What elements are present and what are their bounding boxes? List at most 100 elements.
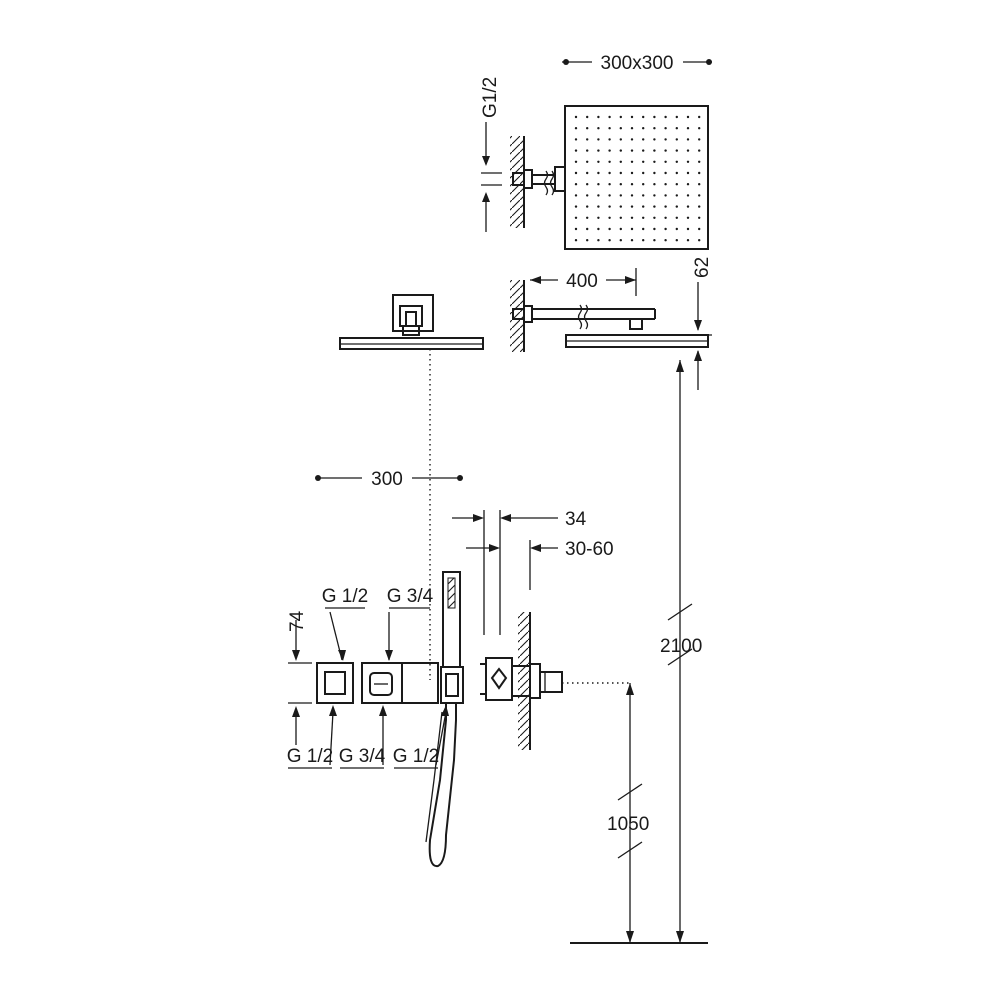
nozzle-dot (574, 194, 578, 197)
nozzle-dot (597, 149, 600, 152)
rain-head-top-view: 300x300 G1/2 (480, 53, 712, 250)
valve-front-view: 74 G 1/2 G 3/4 G 1/2 G 3/4 G 1/2 (287, 571, 464, 868)
nozzle-dot (608, 138, 611, 141)
rain-head-front-view (339, 294, 484, 680)
nozzle-dot (586, 239, 589, 242)
nozzle-dot (698, 115, 701, 119)
nozzle-dot (586, 138, 589, 141)
nozzle-dot (698, 194, 701, 197)
nozzle-dot (642, 183, 645, 186)
nozzle-dot (653, 216, 656, 219)
nozzle-dot (686, 216, 690, 219)
nozzle-dot (619, 239, 622, 242)
nozzle-dot (642, 127, 645, 130)
nozzle-dot (664, 183, 667, 186)
nozzle-dot (642, 227, 645, 231)
nozzle-dot (597, 227, 600, 231)
nozzle-dot (597, 127, 600, 130)
nozzle-dot (586, 216, 589, 219)
nozzle-dot (664, 115, 667, 119)
nozzle-dot (686, 127, 690, 130)
nozzle-dot (586, 183, 589, 186)
nozzle-dot (586, 205, 589, 208)
nozzle-dot (698, 149, 701, 152)
nozzle-dot (597, 205, 600, 208)
nozzle-dot (686, 205, 690, 208)
mixer-plate (361, 662, 403, 704)
nozzle-dot (675, 171, 678, 175)
nozzle-dot (653, 171, 656, 175)
valve-side-view: 34 30-60 (452, 509, 630, 750)
nozzle-dot (698, 183, 701, 186)
nozzle-dot (630, 227, 634, 231)
hose (428, 703, 457, 868)
nozzle-dot (619, 183, 622, 186)
nozzle-dot (675, 216, 678, 219)
nozzle-dot (597, 239, 600, 242)
nozzle-dot (574, 239, 578, 242)
nozzle-dot (664, 216, 667, 219)
nozzle-dot (608, 205, 611, 208)
nozzle-dot (664, 160, 667, 163)
nozzle-dot (642, 149, 645, 152)
nozzle-dot (664, 149, 667, 152)
nozzle-dot (597, 194, 600, 197)
dim-30-60: 30-60 (565, 539, 614, 560)
nozzle-dot (586, 160, 589, 163)
nozzle-dot (686, 239, 690, 242)
nozzle-dot (574, 171, 578, 175)
nozzle-dot (642, 194, 645, 197)
nozzle-dot (686, 115, 690, 119)
nozzle-dot (608, 227, 611, 231)
nozzle-dot (597, 138, 600, 141)
nozzle-dot (664, 194, 667, 197)
nozzle-dot (664, 239, 667, 242)
nozzle-dot (630, 194, 634, 197)
nozzle-dot (653, 127, 656, 130)
nozzle-dot (664, 205, 667, 208)
nozzle-dot (675, 239, 678, 242)
nozzle-dot (630, 205, 634, 208)
thread-bottom-1: G 1/2 (287, 746, 333, 767)
nozzle-dot (608, 239, 611, 242)
nozzle-dot (574, 183, 578, 186)
nozzle-dot (653, 149, 656, 152)
nozzle-dot (675, 160, 678, 163)
nozzle-dot (630, 239, 634, 242)
nozzle-dot (675, 149, 678, 152)
nozzle-dot (642, 216, 645, 219)
nozzle-dot (686, 183, 690, 186)
nozzle-dot (686, 194, 690, 197)
nozzle-dot (586, 127, 589, 130)
nozzle-dot (664, 171, 667, 175)
nozzle-dot (574, 227, 578, 231)
nozzle-dot (619, 171, 622, 175)
nozzle-dot (574, 160, 578, 163)
nozzle-dot (586, 149, 589, 152)
rain-head-side-view: 400 62 (510, 257, 713, 390)
nozzle-dot (608, 127, 611, 130)
nozzle-dot (642, 171, 645, 175)
dim-head-thread: G1/2 (480, 77, 501, 118)
nozzle-dot (619, 138, 622, 141)
nozzle-dot (642, 160, 645, 163)
nozzle-dot (698, 205, 701, 208)
nozzle-dot (698, 227, 701, 231)
nozzle-dot (686, 227, 690, 231)
thread-bottom-2: G 3/4 (339, 746, 386, 767)
nozzle-dot (686, 171, 690, 175)
nozzle-dot (608, 194, 611, 197)
nozzle-dot (686, 160, 690, 163)
thread-top-right: G 3/4 (387, 586, 434, 607)
nozzle-dot (597, 216, 600, 219)
nozzle-dot (653, 227, 656, 231)
nozzle-dot (608, 149, 611, 152)
nozzle-dot (608, 160, 611, 163)
dim-34: 34 (565, 509, 587, 530)
nozzle-dot (664, 227, 667, 231)
nozzle-dot (675, 183, 678, 186)
nozzle-dot (653, 205, 656, 208)
dim-300x300: 300x300 (601, 53, 674, 74)
nozzle-dot (619, 127, 622, 130)
